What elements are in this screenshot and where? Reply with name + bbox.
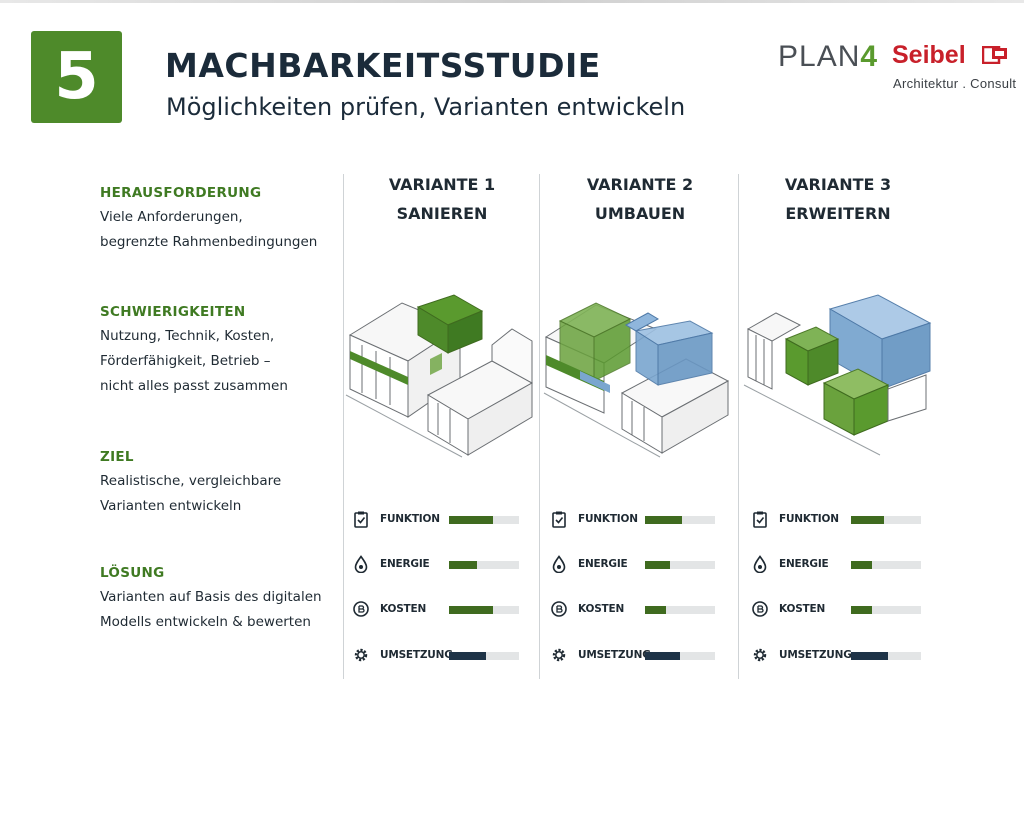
metric-label-energie: ENERGIE [380, 558, 430, 570]
gear-icon [550, 646, 568, 664]
metric-bar-track [851, 516, 921, 524]
metric-label-energie: ENERGIE [779, 558, 829, 570]
metric-label-kosten: KOSTEN [779, 603, 826, 615]
metric-label-kosten: KOSTEN [380, 603, 427, 615]
coin-icon [751, 600, 769, 618]
metric-bar-track [645, 516, 715, 524]
metric-bar-track [645, 652, 715, 660]
logo-plan4: PLAN4 [778, 40, 878, 74]
metric-bar-fill [851, 561, 872, 569]
metric-bar-fill [645, 606, 666, 614]
clipboard-check-icon [550, 510, 568, 528]
page-title: MACHBARKEITSSTUDIE [165, 46, 601, 85]
section-line: Förderfähigkeit, Betrieb – [100, 353, 271, 369]
logo-plan-digit: 4 [860, 40, 879, 73]
page-subtitle: Möglichkeiten prüfen, Varianten entwicke… [166, 93, 686, 121]
section-difficulties: SCHWIERIGKEITEN Nutzung, Technik, Kosten… [100, 304, 340, 399]
section-heading: HERAUSFORDERUNG [100, 185, 262, 201]
metric-bar-track [449, 652, 519, 660]
metric-bar-fill [851, 516, 884, 524]
metric-bar-track [449, 516, 519, 524]
logo-tagline: Architektur . Consult [893, 76, 1017, 91]
metric-bar-fill [851, 606, 872, 614]
metric-bar-track [645, 561, 715, 569]
clipboard-check-icon [352, 510, 370, 528]
metric-label-umsetzung: UMSETZUNG [380, 649, 453, 661]
metric-bar-track [645, 606, 715, 614]
top-divider [0, 0, 1024, 3]
section-heading: SCHWIERIGKEITEN [100, 304, 246, 320]
coin-icon [352, 600, 370, 618]
section-line: Modells entwickeln & bewerten [100, 614, 311, 630]
logo-mark-icon [982, 46, 1007, 64]
variant-name: ERWEITERN [785, 204, 891, 223]
variant-2-header: VARIANTE 2 UMBAUEN [545, 170, 735, 228]
column-divider [738, 174, 739, 679]
metric-label-umsetzung: UMSETZUNG [578, 649, 651, 661]
metric-bar-track [449, 561, 519, 569]
section-goal: ZIEL Realistische, vergleichbare Variant… [100, 449, 340, 519]
variant-number: VARIANTE 2 [586, 175, 694, 194]
metric-label-funktion: FUNKTION [380, 513, 440, 525]
section-line: begrenzte Rahmenbedingungen [100, 234, 318, 250]
metric-label-kosten: KOSTEN [578, 603, 625, 615]
section-line: nicht alles passt zusammen [100, 378, 288, 394]
section-solution: LÖSUNG Varianten auf Basis des digitalen… [100, 565, 340, 635]
metric-bar-fill [449, 516, 493, 524]
metric-bar-fill [449, 652, 486, 660]
variant-3-building-drawing [743, 294, 932, 456]
metric-label-umsetzung: UMSETZUNG [779, 649, 852, 661]
section-text: Viele Anforderungen, begrenzte Rahmenbed… [100, 205, 340, 255]
metric-bar-track [851, 561, 921, 569]
variant-3-header: VARIANTE 3 ERWEITERN [743, 170, 933, 228]
section-line: Varianten auf Basis des digitalen [100, 589, 322, 605]
gear-icon [352, 646, 370, 664]
metric-bar-fill [449, 606, 493, 614]
logo-seibel: Seibel [892, 41, 966, 69]
section-heading: LÖSUNG [100, 565, 165, 581]
metric-bar-track [449, 606, 519, 614]
metric-bar-fill [645, 652, 680, 660]
variant-number: VARIANTE 1 [388, 175, 496, 194]
variant-name: SANIEREN [396, 204, 488, 223]
metric-bar-fill [851, 652, 888, 660]
section-challenge: HERAUSFORDERUNG Viele Anforderungen, beg… [100, 185, 340, 255]
step-number-badge: 5 [31, 31, 122, 123]
variant-number: VARIANTE 3 [784, 175, 892, 194]
drop-icon [550, 555, 568, 574]
section-heading: ZIEL [100, 449, 134, 465]
metric-bar-fill [645, 561, 670, 569]
section-line: Nutzung, Technik, Kosten, [100, 328, 275, 344]
section-text: Realistische, vergleichbare Varianten en… [100, 469, 340, 519]
variant-1-building-drawing [345, 294, 534, 458]
metric-label-energie: ENERGIE [578, 558, 628, 570]
drop-icon [352, 555, 370, 574]
drop-icon [751, 555, 769, 574]
gear-icon [751, 646, 769, 664]
metric-label-funktion: FUNKTION [779, 513, 839, 525]
metric-bar-fill [449, 561, 477, 569]
metric-label-funktion: FUNKTION [578, 513, 638, 525]
column-divider [539, 174, 540, 679]
section-line: Viele Anforderungen, [100, 209, 243, 225]
variant-1-header: VARIANTE 1 SANIEREN [347, 170, 537, 228]
logo-plan-text: PLAN [778, 40, 861, 73]
coin-icon [550, 600, 568, 618]
metric-bar-track [851, 606, 921, 614]
metric-bar-track [851, 652, 921, 660]
section-line: Realistische, vergleichbare [100, 473, 282, 489]
section-text: Nutzung, Technik, Kosten, Förderfähigkei… [100, 324, 340, 399]
metric-bar-fill [645, 516, 682, 524]
variant-name: UMBAUEN [594, 204, 686, 223]
column-divider [343, 174, 344, 679]
clipboard-check-icon [751, 510, 769, 528]
variant-2-building-drawing [543, 302, 730, 458]
section-text: Varianten auf Basis des digitalen Modell… [100, 585, 340, 635]
section-line: Varianten entwickeln [100, 498, 242, 514]
